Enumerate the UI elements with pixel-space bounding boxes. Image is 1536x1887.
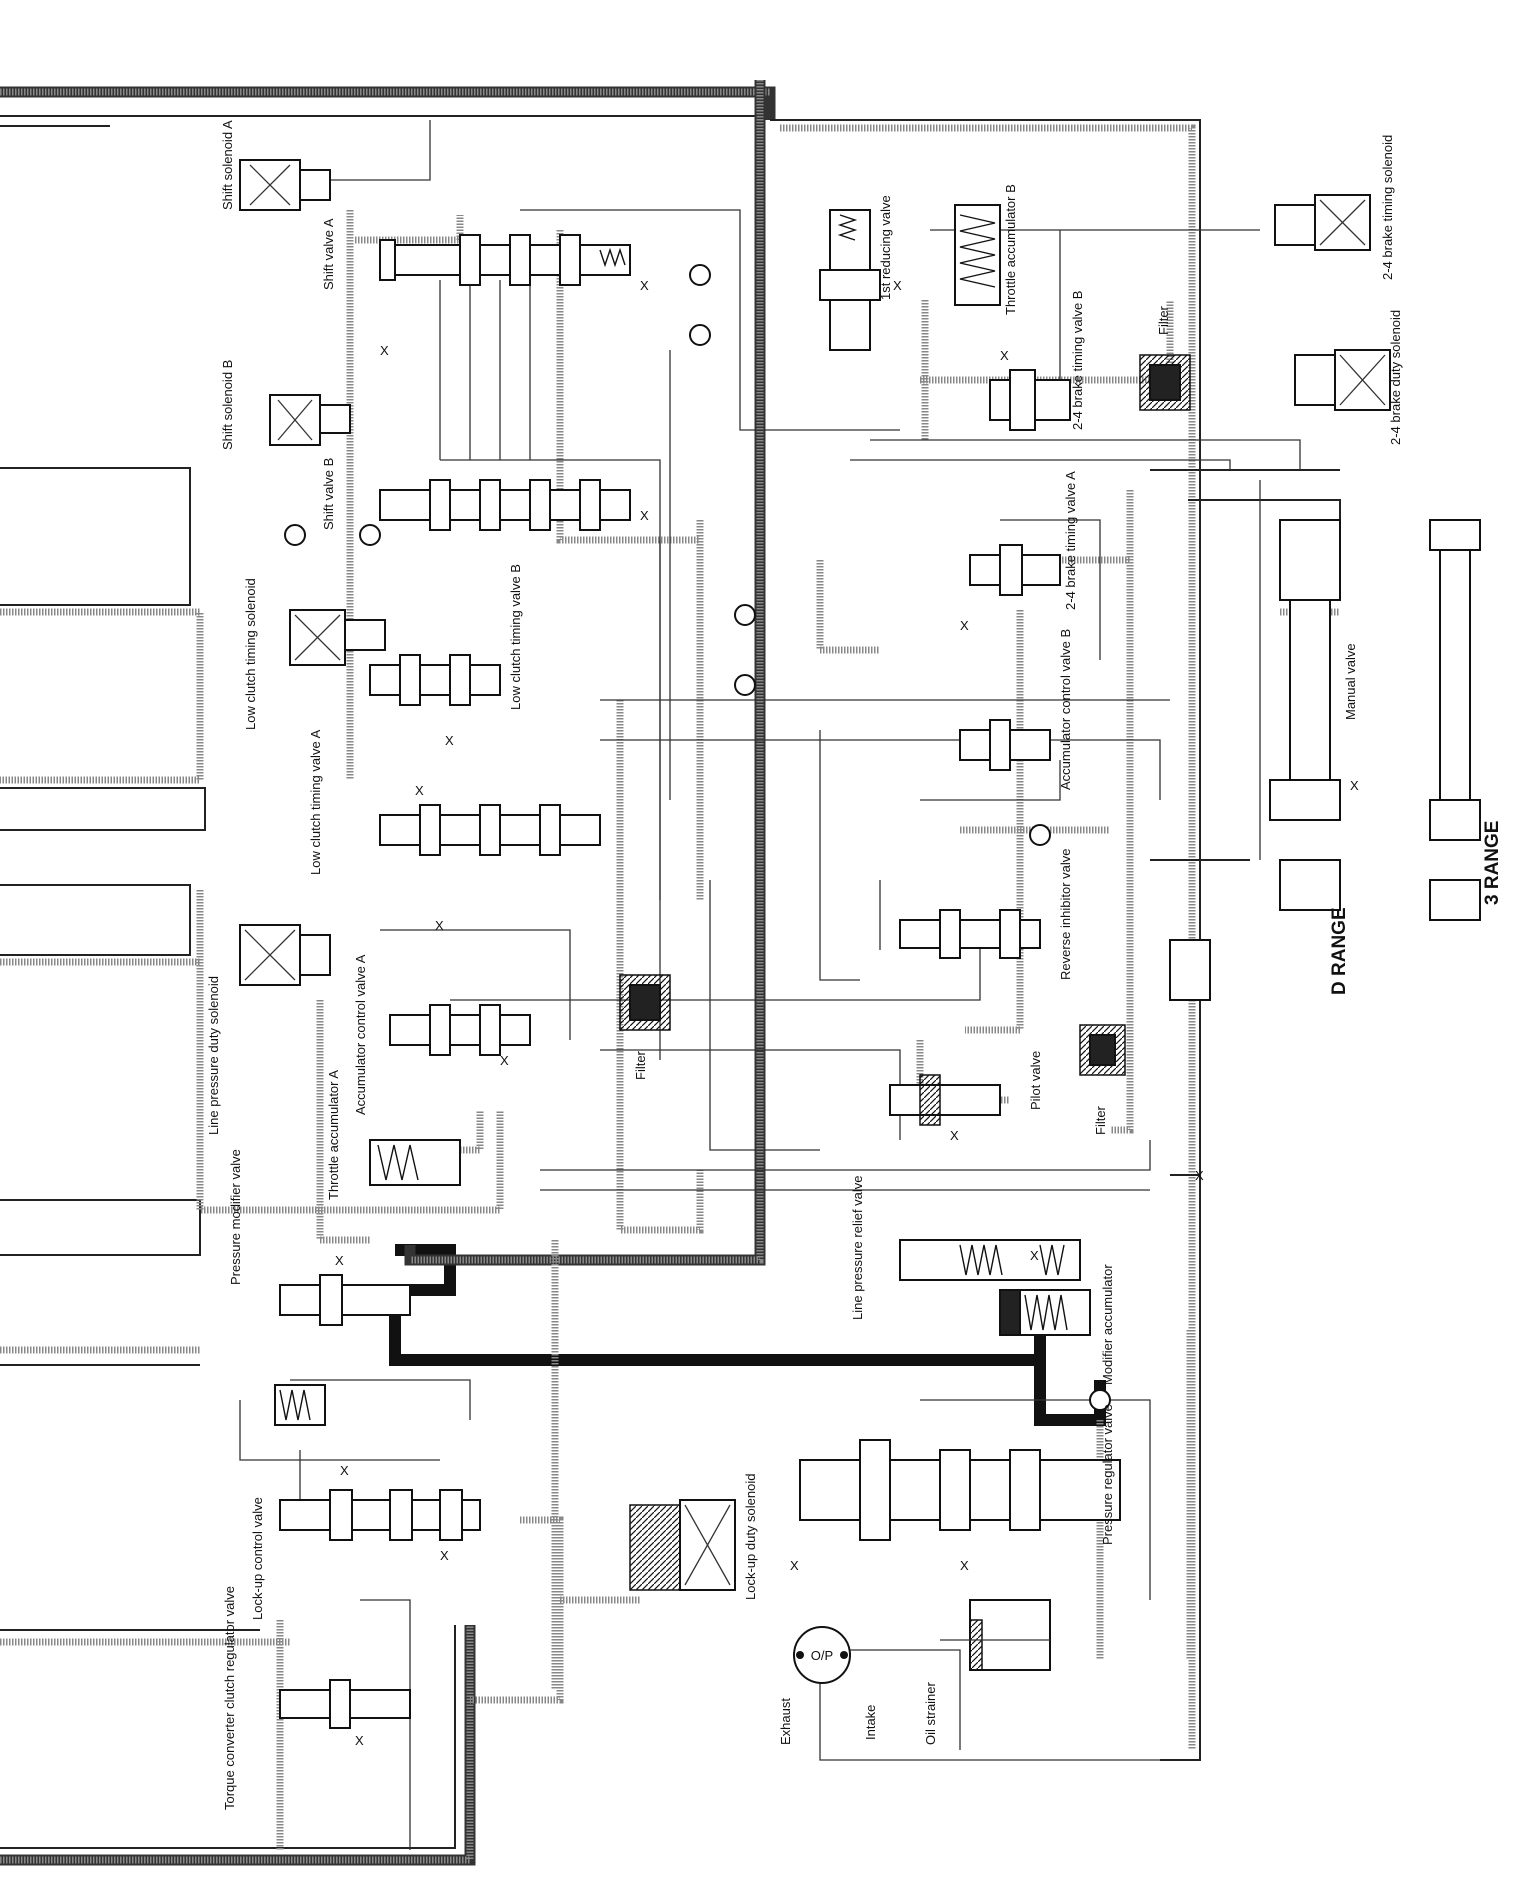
- svg-text:X: X: [1195, 1168, 1204, 1183]
- label-lockup-control-valve: Lock-up control valve: [250, 1497, 265, 1620]
- svg-text:X: X: [380, 343, 389, 358]
- svg-text:X: X: [340, 1463, 349, 1478]
- label-brake-timing-valve-b: 2-4 brake timing valve B: [1070, 291, 1085, 430]
- label-brake-timing-valve-a: 2-4 brake timing valve A: [1063, 471, 1078, 610]
- label-throttle-accumulator-b: Throttle accumulator B: [1003, 184, 1018, 315]
- oil-pump-icon: O/P: [793, 1626, 851, 1684]
- svg-text:X: X: [500, 1053, 509, 1068]
- label-filter-top: Filter: [1156, 305, 1171, 335]
- svg-text:X: X: [640, 278, 649, 293]
- label-accumulator-control-valve-a: Accumulator control valve A: [353, 954, 368, 1115]
- label-intake: Intake: [863, 1705, 878, 1740]
- label-oil-strainer: Oil strainer: [923, 1681, 938, 1745]
- label-brake-timing-solenoid: 2-4 brake timing solenoid: [1380, 135, 1395, 280]
- thin-passages: [239, 120, 1301, 1850]
- svg-text:X: X: [960, 618, 969, 633]
- spool-valve-icon: [279, 209, 1481, 1729]
- label-filter-mid: Filter: [633, 1050, 648, 1080]
- label-exhaust: Exhaust: [778, 1698, 793, 1745]
- svg-text:X: X: [335, 1253, 344, 1268]
- label-filter-right: Filter: [1093, 1105, 1108, 1135]
- svg-text:X: X: [960, 1558, 969, 1573]
- label-three-range: 3 RANGE: [1482, 821, 1503, 905]
- dotted-passages: [196, 210, 1340, 1850]
- svg-text:X: X: [440, 1548, 449, 1563]
- filter-icon: [619, 354, 1191, 1076]
- label-first-reducing-valve: 1st reducing valve: [878, 195, 893, 300]
- label-throttle-accumulator-a: Throttle accumulator A: [326, 1070, 341, 1200]
- label-low-clutch-timing-valve-a: Low clutch timing valve A: [308, 729, 323, 875]
- label-line-pressure-duty-solenoid: Line pressure duty solenoid: [206, 976, 221, 1135]
- svg-text:X: X: [1000, 348, 1009, 363]
- label-shift-solenoid-b: Shift solenoid B: [220, 360, 235, 450]
- label-d-range: D RANGE: [1329, 907, 1350, 995]
- label-low-clutch-timing-solenoid: Low clutch timing solenoid: [243, 578, 258, 730]
- label-reverse-inhibitor-valve: Reverse inhibitor valve: [1058, 848, 1073, 980]
- label-pressure-regulator-valve: Pressure regulator valve: [1100, 1404, 1115, 1545]
- label-pressure-modifier-valve: Pressure modifier valve: [228, 1149, 243, 1285]
- accumulator-spring-icon: [274, 204, 1091, 1426]
- svg-text:X: X: [435, 918, 444, 933]
- component-labels: Shift solenoid A Shift valve A Shift sol…: [206, 120, 1503, 1810]
- exhaust-marks: X X X X X X X X X X X X X X X X X X X X: [335, 278, 1359, 1748]
- svg-text:X: X: [640, 508, 649, 523]
- oil-strainer-icon: [940, 1599, 1051, 1671]
- label-modifier-accumulator: Modifier accumulator: [1100, 1264, 1115, 1385]
- oil-pump-label: O/P: [811, 1648, 833, 1663]
- label-low-clutch-timing-valve-b: Low clutch timing valve B: [508, 564, 523, 710]
- label-line-pressure-relief-valve: Line pressure relief valve: [850, 1175, 865, 1320]
- solenoid-icon: [239, 159, 1391, 1591]
- label-shift-solenoid-a: Shift solenoid A: [220, 120, 235, 210]
- svg-text:X: X: [893, 278, 902, 293]
- svg-text:X: X: [355, 1733, 364, 1748]
- label-torque-converter-regulator-valve: Torque converter clutch regulator valve: [222, 1586, 237, 1810]
- svg-text:X: X: [1030, 1248, 1039, 1263]
- label-manual-valve: Manual valve: [1343, 643, 1358, 720]
- label-lockup-duty-solenoid: Lock-up duty solenoid: [743, 1474, 758, 1600]
- svg-text:X: X: [445, 733, 454, 748]
- svg-text:X: X: [415, 783, 424, 798]
- label-pilot-valve: Pilot valve: [1028, 1051, 1043, 1110]
- label-shift-valve-b: Shift valve B: [321, 458, 336, 530]
- svg-text:X: X: [790, 1558, 799, 1573]
- svg-text:X: X: [950, 1128, 959, 1143]
- label-accumulator-control-valve-b: Accumulator control valve B: [1058, 629, 1073, 790]
- label-shift-valve-a: Shift valve A: [321, 218, 336, 290]
- label-brake-duty-solenoid: 2-4 brake duty solenoid: [1388, 310, 1403, 445]
- svg-text:X: X: [1350, 778, 1359, 793]
